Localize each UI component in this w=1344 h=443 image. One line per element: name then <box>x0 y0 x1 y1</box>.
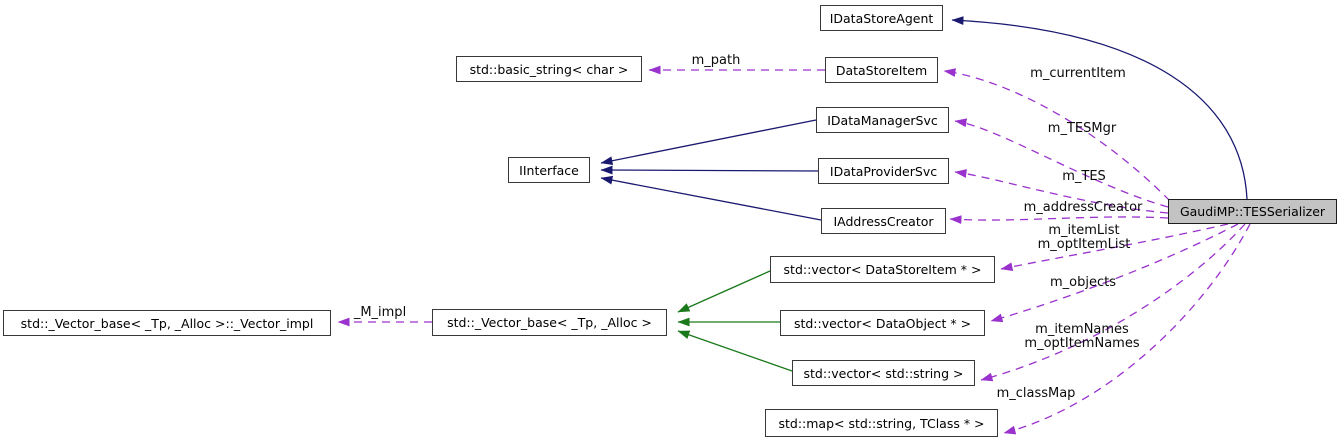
edge-label-m-path: m_path <box>691 52 741 68</box>
node-idatamanagersvc[interactable]: IDataManagerSvc <box>816 107 949 133</box>
edge-inherit-tesserializer-idatastoreagent <box>951 16 1248 200</box>
edge-label-m-itemlist: m_itemList m_optItemList <box>1037 222 1131 252</box>
edge-label-m-tesmgr: m_TESMgr <box>1047 120 1117 136</box>
node-iinterface[interactable]: IInterface <box>508 157 590 183</box>
node-vector-dataobject[interactable]: std::vector< DataObject * > <box>780 310 985 336</box>
edge-usage-m-objects <box>990 223 1239 323</box>
node-vector-string[interactable]: std::vector< std::string > <box>792 360 975 386</box>
node-basic-string[interactable]: std::basic_string< char > <box>456 56 642 82</box>
edge-label-m-itemnames: m_itemNames m_optItemNames <box>1024 321 1140 351</box>
node-idataprovidersvc[interactable]: IDataProviderSvc <box>818 158 949 184</box>
edge-usage-m-classmap <box>1003 223 1251 435</box>
edge-inherit-idataprovidersvc-iinterface <box>600 165 819 175</box>
edge-label-m-impl: _M_impl <box>353 304 407 320</box>
edge-label-m-tes: m_TES <box>1062 168 1106 184</box>
edge-label-m-addresscreator: m_addressCreator <box>1023 199 1143 215</box>
edge-label-m-classmap: m_classMap <box>996 385 1076 401</box>
edge-label-m-currentitem: m_currentItem <box>1030 65 1126 81</box>
node-vector-base-impl[interactable]: std::_Vector_base< _Tp, _Alloc >::_Vecto… <box>3 310 331 336</box>
edge-usage-m-tesmgr <box>954 118 1169 208</box>
node-iaddresscreator[interactable]: IAddressCreator <box>821 208 946 234</box>
edge-inherit-idatamanagersvc-iinterface <box>600 119 817 166</box>
node-idatastoreagent[interactable]: IDataStoreAgent <box>820 5 943 31</box>
node-vector-base[interactable]: std::_Vector_base< _Tp, _Alloc > <box>432 309 667 336</box>
node-tesserializer-focus: GaudiMP::TESSerializer <box>1168 199 1337 224</box>
edge-label-m-objects: m_objects <box>1050 274 1116 290</box>
edge-usage-m-tes <box>954 169 1169 214</box>
edge-protected-vector-datastoreitem-vectorbase <box>677 270 771 313</box>
edge-usage-m-itemnames <box>980 223 1246 382</box>
node-vector-datastoreitem[interactable]: std::vector< DataStoreItem * > <box>770 256 995 283</box>
node-datastoreitem[interactable]: DataStoreItem <box>825 57 938 83</box>
node-map-string-tclass[interactable]: std::map< std::string, TClass * > <box>765 409 998 437</box>
edge-protected-vector-string-vectorbase <box>677 330 793 372</box>
edge-usage-m-currentitem <box>943 68 1171 202</box>
edge-inherit-iaddresscreator-iinterface <box>600 175 822 221</box>
edge-usage-m-addresscreator <box>949 215 1169 225</box>
edge-usage-m-itemlist <box>1000 223 1229 272</box>
